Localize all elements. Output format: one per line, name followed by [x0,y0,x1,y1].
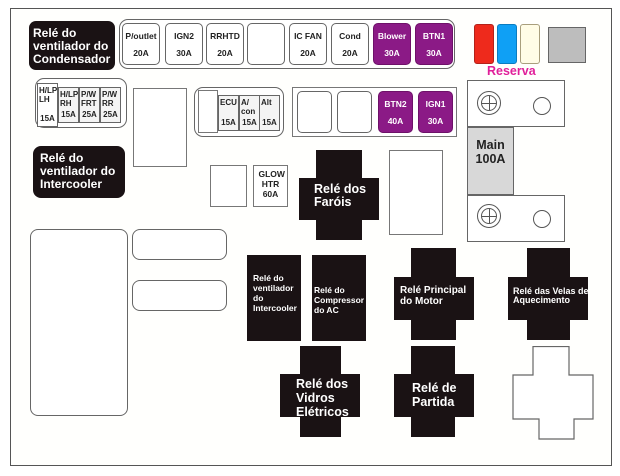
fuse-name: Cond [339,31,361,41]
mini-fuse-a-con[interactable]: A/ con 15A [239,95,260,131]
mini-fuse-p-w-frt[interactable]: P/W FRT 25A [79,87,100,123]
screw-icon [477,91,501,115]
empty-slot-large [30,229,128,416]
fuse-name: IGN1 [425,99,446,109]
fuse-ign1[interactable]: IGN1 30A [418,91,453,133]
fuse-amps: 20A [133,48,149,58]
relay-label: Relé das Velas de Aquecimento [513,286,589,306]
fuse-amps: 15A [242,118,257,127]
fuse-btn2[interactable]: BTN2 40A [378,91,413,133]
relay-label: Relé Principal do Motor [400,285,467,307]
relay-label: Relé de Partida [412,381,457,409]
fuse-name: P/W FRT [81,90,97,108]
fuse-name: H/LP RH [60,90,79,108]
fuse-amps: 30A [427,116,444,126]
relay-condenser-fan[interactable]: Relé do ventilador do Condensador [29,21,115,70]
fuse-amps: 15A [40,114,55,123]
fuse-name: H/LP LH [39,86,58,104]
mini-fuse-p-w-rr[interactable]: P/W RR 25A [100,87,121,123]
main-fuse-amps: 100A [475,152,506,166]
empty-slot [198,90,218,133]
fuse-name: Alt [261,98,272,107]
fuse-name: IGN2 [174,31,194,41]
relay-label: Relé do Compressor do AC [314,285,365,315]
relay-engine-main[interactable]: Relé Principal do Motor [394,248,474,340]
relay-label: Relé do ventilador do Intercooler [40,151,116,191]
relay-glow-plugs[interactable]: Relé das Velas de Aquecimento [508,248,589,340]
fuse-p-outlet[interactable]: P/outlet 20A [122,23,160,65]
relay-power-windows[interactable]: Relé dos Vidros Elétricos [280,346,360,437]
relay-starter[interactable]: Relé de Partida [394,346,474,437]
relay-label: Relé do ventilador do Intercooler [253,273,297,313]
relay-label: Relé dos Faróis [314,182,367,210]
main-fuse[interactable]: Main 100A [467,127,514,195]
glow-heater-fuse[interactable]: GLOW HTR 60A [253,165,288,207]
glow-heater-name: GLOW HTR [258,169,285,189]
fuse-name: BTN2 [384,99,407,109]
spare-fuse-gray[interactable] [548,27,586,63]
fuse-amps: 30A [176,48,192,58]
fuse-ign2[interactable]: IGN2 30A [165,23,203,65]
empty-slot [210,165,247,207]
spare-fuse-cream[interactable] [520,24,540,64]
mini-fuse-h-lp-lh[interactable]: H/LP LH 15A [37,83,58,127]
relay-ac-compressor[interactable]: Relé do Compressor do AC [312,255,366,341]
fuse-cond[interactable]: Cond 20A [331,23,369,65]
fuse-ic-fan[interactable]: IC FAN 20A [289,23,327,65]
fuse-name: BTN1 [422,31,446,41]
relay-intercooler-fan[interactable]: Relé do ventilador do Intercooler [33,146,125,198]
fuse-name: P/W RR [102,90,118,108]
fuse-name: A/ con [241,98,256,116]
empty-fuse-slot[interactable] [297,91,332,133]
empty-fuse-slot[interactable] [337,91,372,133]
fuse-name: P/outlet [125,31,157,41]
relay-label: Relé do ventilador do Condensador [33,26,111,66]
fuse-amps: 20A [300,48,316,58]
fuse-amps: 15A [262,118,277,127]
bolt-hole-icon [533,97,551,115]
glow-heater-amps: 60A [262,189,279,199]
empty-fuse-slot[interactable] [247,23,285,65]
relay-headlamps[interactable]: Relé dos Faróis [299,150,379,240]
bolt-hole-icon [533,210,551,228]
fuse-amps: 30A [384,48,400,58]
fuse-rrhtd[interactable]: RRHTD 20A [206,23,244,65]
fuse-amps: 25A [103,110,118,119]
fuse-amps: 20A [217,48,233,58]
main-fuse-name: Main [476,138,505,152]
spare-fuse-blue[interactable] [497,24,517,64]
fuse-name: RRHTD [210,31,240,41]
fuse-amps: 20A [342,48,358,58]
fuse-amps: 25A [82,110,97,119]
empty-relay-slot [512,346,594,440]
relay-label: Relé dos Vidros Elétricos [296,377,349,419]
fuse-amps: 15A [221,118,236,127]
empty-slot [133,88,187,167]
screw-icon [477,204,501,228]
fuse-name: Blower [377,31,407,41]
fuse-amps: 15A [61,110,76,119]
fuse-name: ECU [220,98,237,107]
fuse-btn1[interactable]: BTN1 30A [415,23,453,65]
mini-fuse-alt[interactable]: Alt 15A [259,95,280,131]
mini-fuse-ecu[interactable]: ECU 15A [218,95,239,131]
fuse-amps: 40A [387,116,404,126]
empty-slot [132,229,227,260]
relay-intercooler-fan-2[interactable]: Relé do ventilador do Intercooler [247,255,301,341]
spare-fuse-red[interactable] [474,24,494,64]
spare-label: Reserva [487,64,536,78]
mini-fuse-h-lp-rh[interactable]: H/LP RH 15A [58,87,79,123]
fuse-name: IC FAN [294,31,322,41]
fuse-blower[interactable]: Blower 30A [373,23,411,65]
empty-slot [389,150,443,235]
empty-slot [132,280,227,311]
fuse-amps: 30A [426,48,442,58]
